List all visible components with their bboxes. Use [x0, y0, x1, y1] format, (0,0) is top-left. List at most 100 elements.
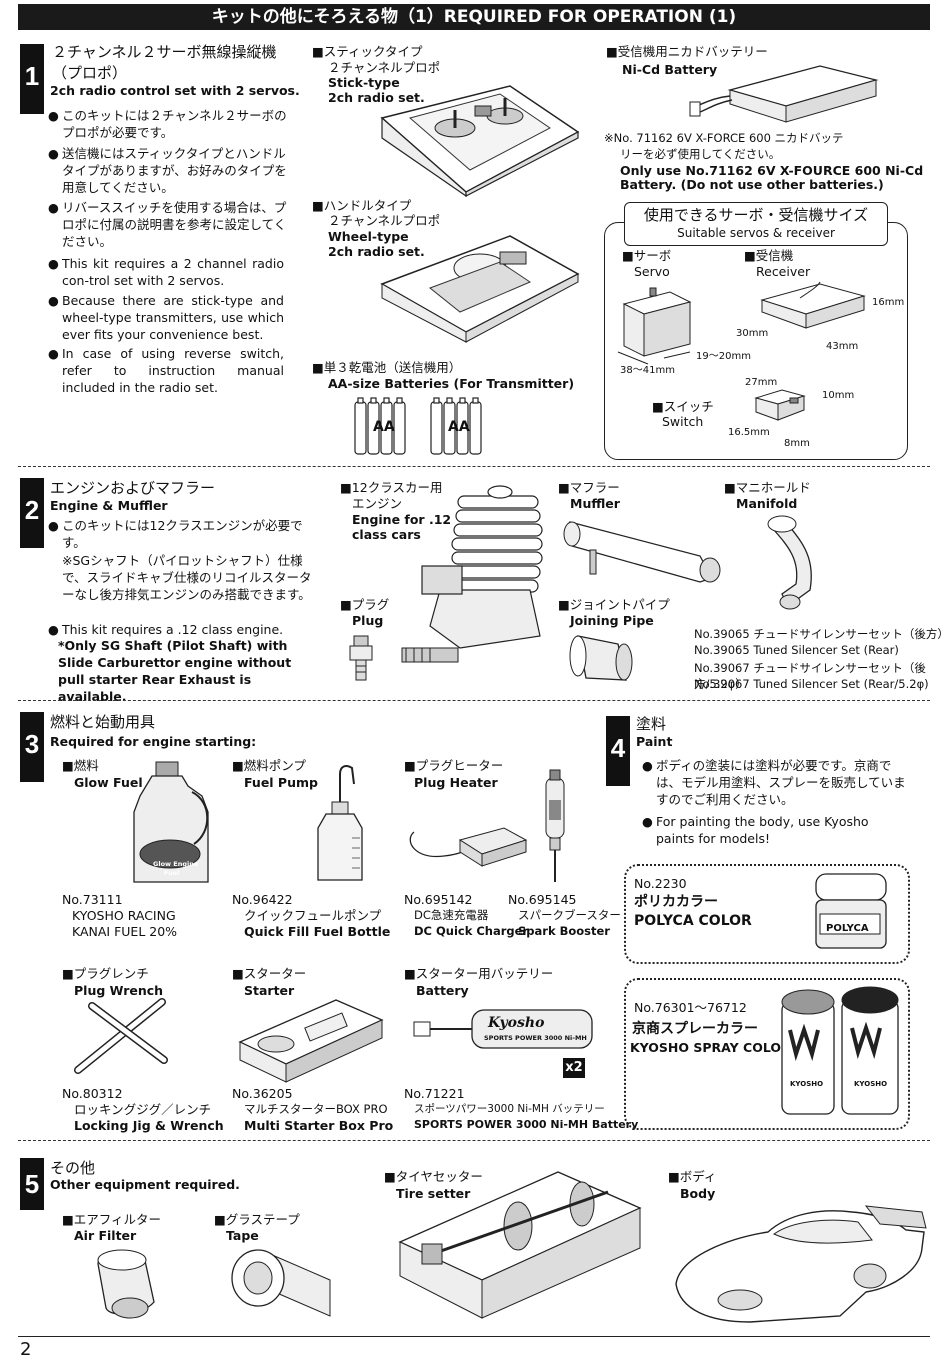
starter-battery-jp: ■スターター用バッテリー: [404, 966, 554, 981]
s2-note-en: *Only SG Shaft (Pilot Shaft) with Slide …: [58, 638, 292, 704]
spray-jp: 京商スプレーカラー: [632, 1021, 758, 1037]
engine-jp-2: エンジン: [352, 496, 403, 511]
nicd-battery-en: Ni-Cd Battery: [622, 62, 718, 77]
battery-quantity-badge: x2: [563, 1058, 585, 1078]
servo-dim-width: 38〜41mm: [620, 365, 675, 376]
spark-booster-name-jp: スパークブースター: [518, 908, 621, 922]
plug-heater-no: No.695142: [404, 892, 473, 907]
plug-heater-name-en: DC Quick Charger: [414, 924, 529, 938]
tire-setter-illustration: [398, 1171, 642, 1319]
engine-jp: ■12クラスカー用: [340, 480, 443, 495]
manifold-jp: ■マニホールド: [724, 480, 811, 495]
fuel-pump-en: Fuel Pump: [244, 775, 318, 790]
starter-name-en: Multi Starter Box Pro: [244, 1118, 394, 1133]
tire-setter-en: Tire setter: [396, 1186, 471, 1201]
section-number-2: 2: [20, 478, 44, 548]
plug-wrench-jp: ■プラグレンチ: [62, 966, 149, 981]
fuel-pump-illustration: [317, 765, 363, 881]
fuel-bottle-illustration: [133, 761, 209, 883]
muffler-illustration: [563, 521, 721, 583]
wheel-type-jp-2: ２チャンネルプロポ: [328, 213, 441, 228]
s2-bullet-en: ●This kit requires a .12 class engine.: [48, 622, 284, 637]
plug-en: Plug: [352, 613, 384, 628]
starter-box-illustration: [238, 999, 384, 1083]
wheel-type-jp: ■ハンドルタイプ: [312, 198, 412, 213]
joining-pipe-en: Joining Pipe: [570, 613, 654, 628]
switch-jp: ■スイッチ: [652, 399, 714, 414]
s3-title-jp: 燃料と始動用具: [50, 713, 156, 731]
wheel-transmitter-illustration: [380, 235, 580, 343]
manifold-en: Manifold: [736, 496, 798, 511]
servo-dim-depth: 19〜20mm: [696, 351, 751, 362]
manifold-illustration: [767, 515, 812, 610]
s1-title-jp: ２チャンネル２サーボ無線操縦機: [52, 43, 277, 61]
aa-label-1: AA: [373, 419, 395, 435]
plug-heater-jp: ■プラグヒーター: [404, 758, 504, 773]
receiver-dim-length: 43mm: [826, 341, 859, 352]
stick-type-jp-2: ２チャンネルプロポ: [328, 60, 441, 75]
nicd-note-en: Only use No.71162 6V X-FOURCE 600 Ni-Cd: [620, 163, 924, 178]
divider-2: [18, 700, 930, 701]
aa-label-2: AA: [448, 419, 470, 435]
starter-en: Starter: [244, 983, 295, 998]
switch-en: Switch: [662, 414, 704, 429]
s2-title-jp: エンジンおよびマフラー: [50, 479, 216, 497]
s2-title-en: Engine & Muffler: [50, 498, 168, 513]
switch-dim-height: 10mm: [822, 390, 855, 401]
spray-can-text-1: KYOSHO: [790, 1080, 824, 1088]
polyca-jp: ポリカカラー: [634, 894, 718, 910]
section-number-1: 1: [20, 44, 44, 114]
silencer-1-en: No.39065 Tuned Silencer Set (Rear): [694, 643, 899, 657]
s4-title-jp: 塗料: [636, 715, 667, 733]
page-number: 2: [20, 1339, 32, 1360]
s1-bullet-en-2: ●Because there are stick-type and wheel-…: [48, 293, 284, 342]
spray-no: No.76301〜76712: [634, 1000, 747, 1015]
starter-battery-text: SPORTS POWER 3000 Ni-MH: [484, 1034, 587, 1042]
spray-en: KYOSHO SPRAY COLOR: [630, 1040, 791, 1055]
engine-en-2: class cars: [352, 527, 421, 542]
s1-title-en: 2ch radio control set with 2 servos.: [50, 83, 300, 98]
starter-battery-illustration: [413, 1009, 593, 1049]
section-number-4: 4: [606, 716, 630, 786]
glow-fuel-en: Glow Fuel: [74, 775, 143, 790]
starter-name-jp: マルチスターターBOX PRO: [244, 1102, 388, 1116]
plug-illustration: [349, 635, 373, 681]
starter-battery-brand: Kyosho: [488, 1015, 545, 1031]
plug-heater-illustration: [409, 769, 565, 882]
air-filter-jp: ■エアフィルター: [62, 1212, 162, 1227]
section-number-5: 5: [20, 1158, 44, 1210]
fuel-label-2: Fuel: [164, 869, 180, 877]
plug-heater-en: Plug Heater: [414, 775, 498, 790]
aa-batteries-illustration: [354, 397, 482, 455]
s4-bullet-en: ●For painting the body, use Kyosho paint…: [642, 814, 869, 846]
nicd-note-jp: ※No. 71162 6V X-FORCE 600 ニカドバッテ: [604, 131, 844, 145]
divider-3: [18, 1140, 930, 1141]
polyca-en: POLYCA COLOR: [634, 913, 752, 929]
s4-title-en: Paint: [636, 734, 673, 749]
body-jp: ■ボディ: [668, 1169, 717, 1184]
s1-bullet-jp-2: ●送信機にはスティックタイプとハンドルタイプがありますが、お好みのタイプを用意し…: [48, 146, 287, 195]
wheel-type-en: Wheel-type: [328, 229, 409, 244]
s5-title-en: Other equipment required.: [50, 1177, 240, 1192]
glow-fuel-jp: ■燃料: [62, 758, 99, 773]
stick-type-en-2: 2ch radio set.: [328, 90, 425, 105]
tape-en: Tape: [226, 1228, 259, 1243]
air-filter-en: Air Filter: [74, 1228, 137, 1243]
plug-wrench-no: No.80312: [62, 1086, 123, 1101]
wheel-type-en-2: 2ch radio set.: [328, 244, 425, 259]
starter-battery-name-jp: スポーツパワー3000 Ni-MH バッテリー: [414, 1103, 605, 1115]
nicd-battery-illustration: [689, 65, 879, 123]
s1-title-jp-2: （プロポ）: [52, 64, 128, 82]
plug-heater-name-jp: DC急速充電器: [414, 908, 489, 922]
starter-battery-no: No.71221: [404, 1086, 465, 1101]
footer-rule: [18, 1336, 930, 1337]
tire-setter-jp: ■タイヤセッター: [384, 1169, 483, 1184]
spray-cans-illustration: [781, 986, 899, 1115]
polyca-color-box: [624, 864, 910, 964]
tape-jp: ■グラステープ: [214, 1212, 300, 1227]
engine-illustration: [401, 485, 543, 663]
fuel-pump-name-jp: クイックフュールポンプ: [244, 908, 382, 923]
plug-wrench-name-en: Locking Jig & Wrench: [74, 1118, 224, 1133]
s1-bullet-jp-3: ●リバーススイッチを使用する場合は、プロポに付属の説明書を参考に設定してください…: [48, 200, 287, 249]
s2-note-jp: ※SGシャフト（パイロットシャフト）仕様で、スライドキャブ仕様のリコイルスタータ…: [62, 553, 312, 602]
